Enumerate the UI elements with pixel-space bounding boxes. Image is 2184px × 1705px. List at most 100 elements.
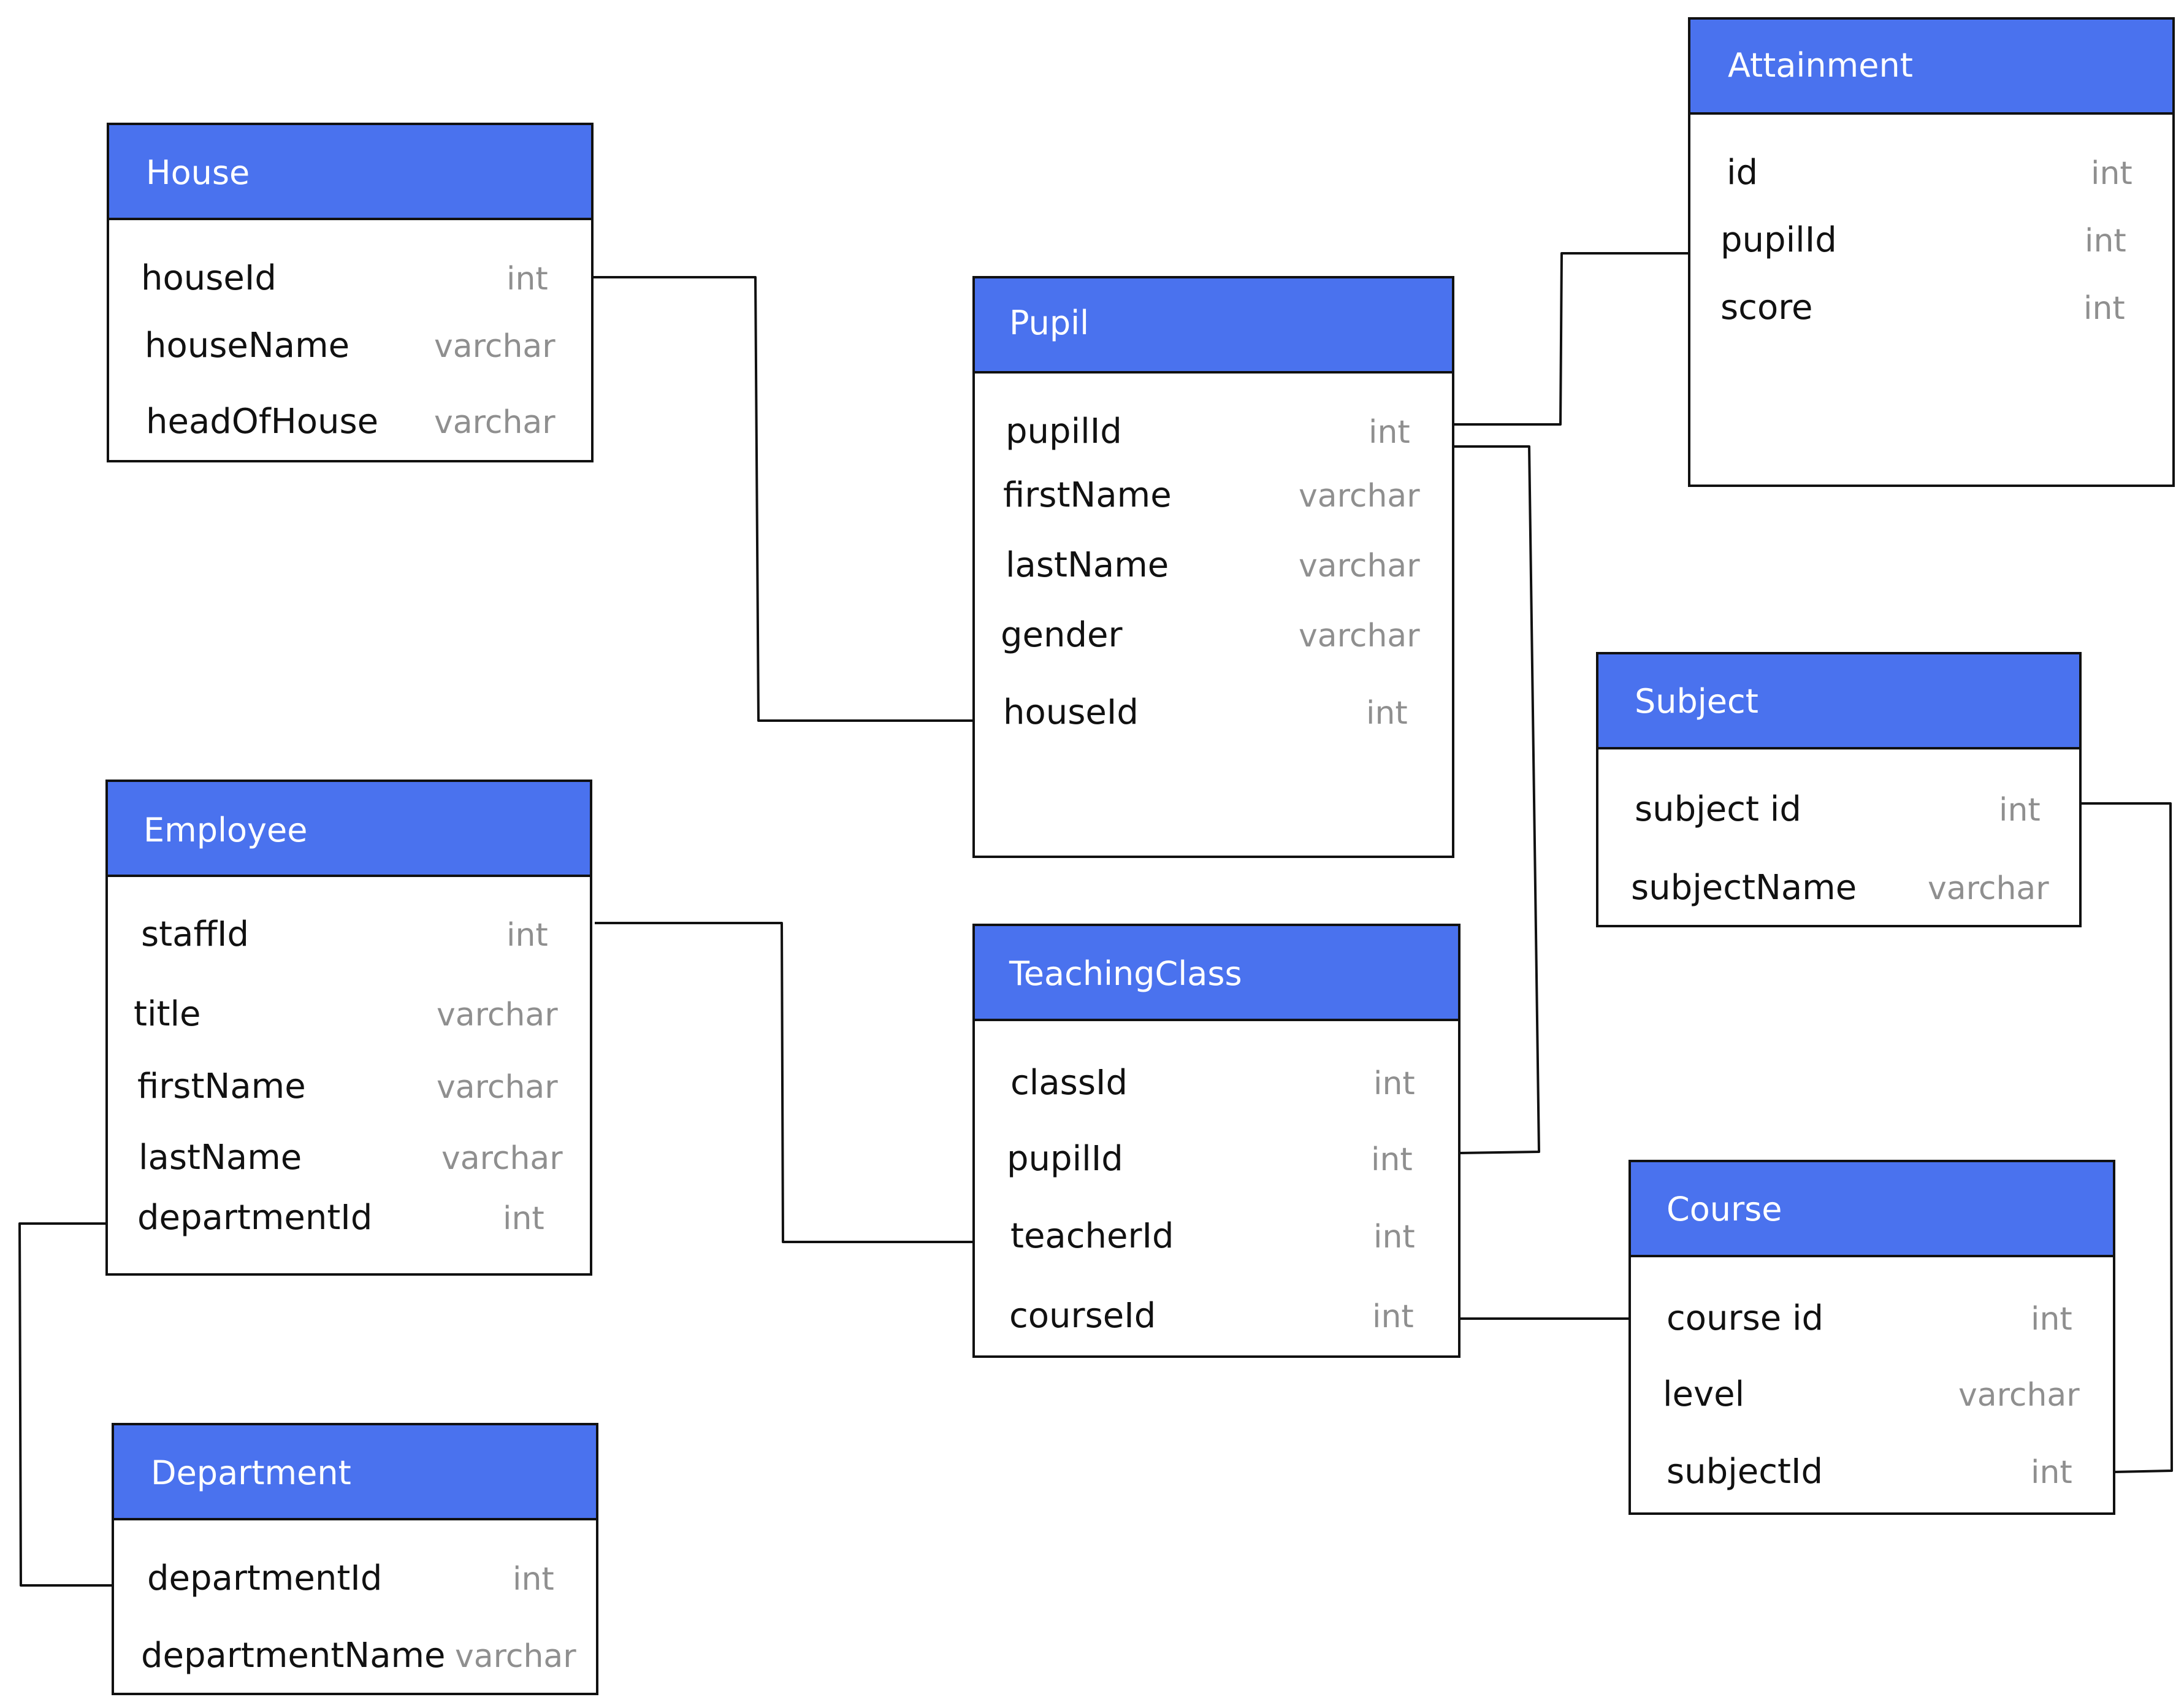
field-type: int bbox=[2091, 155, 2132, 192]
link-pupil-attainment bbox=[1453, 252, 1689, 426]
field-name: departmentId bbox=[137, 1198, 372, 1238]
field-type: int bbox=[2083, 290, 2125, 327]
table-title: Employee bbox=[143, 811, 307, 849]
field-type: int bbox=[1369, 414, 1410, 451]
field-type: int bbox=[1372, 1298, 1414, 1335]
field-row: firstName varchar bbox=[1003, 475, 1420, 515]
table-title: Subject bbox=[1635, 682, 1758, 721]
field-row: teacherId int bbox=[1010, 1216, 1415, 1256]
link-employee-teachingclass bbox=[595, 922, 974, 1243]
field-row: level varchar bbox=[1663, 1374, 2080, 1414]
field-name: houseName bbox=[145, 326, 349, 366]
table-teaching-class[interactable]: TeachingClass classId int pupilId int te… bbox=[972, 924, 1460, 1358]
field-row: houseId int bbox=[141, 258, 548, 298]
field-name: subject id bbox=[1635, 789, 1801, 829]
table-title: House bbox=[146, 153, 250, 192]
field-name: lastName bbox=[139, 1138, 302, 1178]
field-row: departmentId int bbox=[147, 1558, 554, 1598]
field-name: pupilId bbox=[1006, 412, 1122, 451]
field-row: courseId int bbox=[1009, 1296, 1414, 1336]
field-type: varchar bbox=[437, 1069, 558, 1106]
table-house[interactable]: House houseId int houseName varchar head… bbox=[107, 123, 594, 462]
field-row: course id int bbox=[1667, 1298, 2072, 1338]
field-name: course id bbox=[1667, 1298, 1823, 1338]
field-type: int bbox=[2031, 1454, 2072, 1491]
field-name: departmentName bbox=[141, 1636, 446, 1676]
table-title: Pupil bbox=[1009, 304, 1089, 342]
field-row: departmentId int bbox=[137, 1198, 544, 1238]
field-name: score bbox=[1720, 288, 1812, 328]
table-department[interactable]: Department departmentId int departmentNa… bbox=[112, 1423, 598, 1695]
field-row: title varchar bbox=[134, 994, 558, 1034]
table-title: Department bbox=[151, 1454, 351, 1492]
link-employee-department bbox=[18, 1222, 113, 1587]
link-subject-course bbox=[2082, 802, 2173, 1473]
field-name: title bbox=[134, 994, 200, 1034]
field-name: departmentId bbox=[147, 1558, 382, 1598]
field-row: pupilId int bbox=[1720, 220, 2126, 260]
table-title: Course bbox=[1667, 1190, 1782, 1228]
field-row: subjectName varchar bbox=[1631, 868, 2049, 908]
table-pupil[interactable]: Pupil pupilId int firstName varchar last… bbox=[972, 276, 1454, 858]
field-name: headOfHouse bbox=[146, 402, 378, 442]
field-name: id bbox=[1727, 153, 1758, 193]
field-type: int bbox=[2031, 1301, 2072, 1338]
field-name: subjectName bbox=[1631, 868, 1857, 908]
field-name: houseId bbox=[141, 258, 277, 298]
field-row: classId int bbox=[1010, 1063, 1415, 1103]
field-type: varchar bbox=[434, 404, 556, 441]
field-type: int bbox=[1371, 1141, 1413, 1178]
field-type: varchar bbox=[1299, 548, 1420, 584]
field-name: gender bbox=[1001, 615, 1123, 655]
field-row: gender varchar bbox=[1001, 615, 1420, 655]
table-title: TeachingClass bbox=[1009, 954, 1242, 993]
field-type: int bbox=[1999, 792, 2041, 829]
field-type: int bbox=[503, 1200, 544, 1237]
field-type: varchar bbox=[437, 997, 558, 1033]
field-type: int bbox=[1366, 695, 1408, 732]
field-row: staffId int bbox=[141, 914, 548, 954]
field-type: varchar bbox=[434, 328, 556, 365]
table-course[interactable]: Course course id int level varchar subje… bbox=[1628, 1160, 2115, 1515]
field-row: headOfHouse varchar bbox=[146, 402, 556, 442]
field-type: varchar bbox=[441, 1140, 563, 1177]
table-subject[interactable]: Subject subject id int subjectName varch… bbox=[1596, 652, 2082, 927]
field-row: houseId int bbox=[1003, 692, 1408, 732]
field-name: classId bbox=[1010, 1063, 1128, 1103]
connectors bbox=[18, 252, 2173, 1587]
field-type: int bbox=[1373, 1065, 1415, 1102]
field-row: pupilId int bbox=[1007, 1139, 1413, 1179]
link-pupil-teachingclass bbox=[1453, 445, 1540, 1154]
field-row: subject id int bbox=[1635, 789, 2041, 829]
field-name: courseId bbox=[1009, 1296, 1156, 1336]
field-row: pupilId int bbox=[1006, 412, 1410, 451]
field-type: varchar bbox=[1958, 1377, 2080, 1414]
field-type: int bbox=[1373, 1219, 1415, 1255]
field-row: subjectId int bbox=[1667, 1452, 2072, 1492]
field-row: id int bbox=[1727, 153, 2132, 193]
field-name: teacherId bbox=[1010, 1216, 1174, 1256]
field-row: lastName varchar bbox=[139, 1138, 563, 1178]
table-attainment[interactable]: Attainment id int pupilId int score int bbox=[1688, 17, 2175, 487]
field-name: lastName bbox=[1006, 545, 1169, 585]
field-type: int bbox=[2085, 223, 2126, 259]
field-row: houseName varchar bbox=[145, 326, 556, 366]
field-name: firstName bbox=[137, 1067, 306, 1106]
field-name: subjectId bbox=[1667, 1452, 1823, 1492]
field-type: int bbox=[513, 1561, 554, 1598]
table-title: Attainment bbox=[1728, 46, 1913, 85]
field-row: departmentName varchar bbox=[141, 1636, 576, 1676]
field-row: firstName varchar bbox=[137, 1067, 558, 1106]
field-name: houseId bbox=[1003, 692, 1139, 732]
field-type: varchar bbox=[455, 1638, 576, 1675]
table-employee[interactable]: Employee staffId int title varchar first… bbox=[105, 780, 592, 1276]
field-name: level bbox=[1663, 1374, 1744, 1414]
field-name: firstName bbox=[1003, 475, 1172, 515]
field-name: staffId bbox=[141, 914, 249, 954]
field-name: pupilId bbox=[1720, 220, 1837, 260]
field-type: int bbox=[506, 261, 548, 297]
field-row: score int bbox=[1720, 288, 2125, 328]
field-type: varchar bbox=[1928, 870, 2049, 907]
field-type: varchar bbox=[1299, 618, 1420, 654]
